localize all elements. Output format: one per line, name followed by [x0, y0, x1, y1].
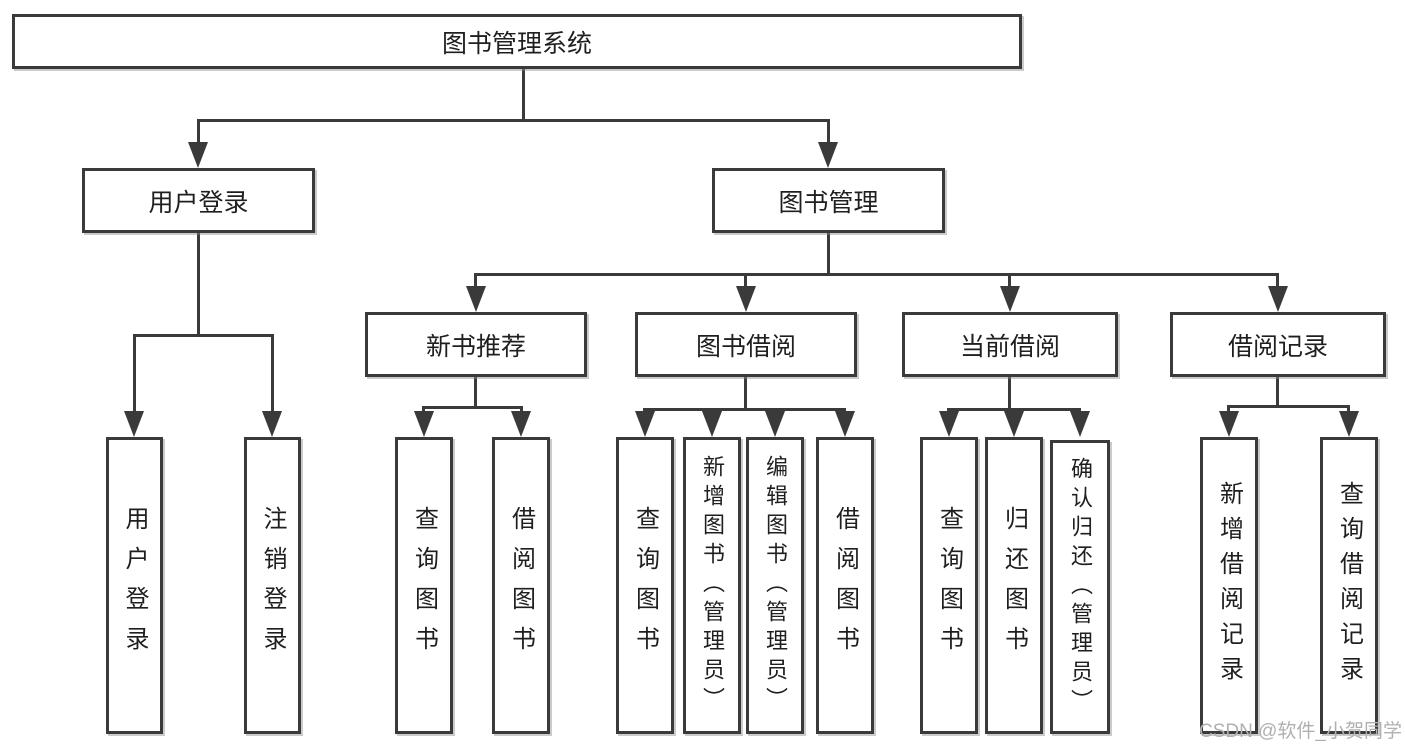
node-leaf-logout: 注销登录: [244, 437, 301, 734]
arrowhead-down: [818, 142, 838, 168]
connector-bookmgmt-level3: [475, 273, 1278, 276]
node-leaf-nbr-query-book: 查询图书: [395, 437, 453, 734]
connector-stem: [271, 334, 274, 415]
connector-root-level2: [197, 119, 830, 122]
node-book-borrow: 图书借阅: [635, 312, 857, 377]
node-root: 图书管理系统: [12, 14, 1022, 69]
node-leaf-cb-query-book: 查询图书: [920, 437, 978, 734]
node-user-login: 用户登录: [82, 168, 315, 233]
connector-stem: [1276, 273, 1279, 290]
node-leaf-nbr-borrow-book: 借阅图书: [492, 437, 550, 734]
connector-stem: [133, 334, 136, 415]
connector-stem: [1008, 273, 1011, 290]
connector-bookborrow-stem: [744, 377, 747, 408]
arrowhead-down: [1339, 411, 1359, 437]
node-book-mgmt: 图书管理: [712, 168, 945, 233]
connector-currentborrow-stem: [1008, 377, 1011, 408]
connector-borrowrecords-stem: [1276, 377, 1279, 405]
arrowhead-down: [414, 411, 434, 437]
connector-bookmgmt-stem: [827, 233, 830, 273]
arrowhead-down: [702, 411, 722, 437]
connector-stem: [1227, 405, 1230, 416]
node-leaf-bb-borrow-book: 借阅图书: [816, 437, 874, 734]
node-leaf-user-login: 用户登录: [106, 437, 163, 734]
connector-newbookrec-stem: [474, 377, 477, 406]
arrowhead-down: [1000, 286, 1020, 312]
connector-bookborrow-leaves: [644, 408, 846, 411]
arrowhead-down: [1219, 411, 1239, 437]
connector-stem: [197, 119, 200, 144]
node-leaf-bb-query-book: 查询图书: [616, 437, 674, 734]
node-borrow-records: 借阅记录: [1170, 312, 1386, 377]
connector-root-stem: [522, 68, 525, 119]
arrowhead-down: [1004, 411, 1024, 437]
node-leaf-br-add-record: 新增借阅记录: [1200, 437, 1258, 734]
arrowhead-down: [765, 411, 785, 437]
arrowhead-down: [511, 411, 531, 437]
connector-userlogin-leaves: [133, 334, 274, 337]
arrowhead-down: [1268, 286, 1288, 312]
node-leaf-br-query-record: 查询借阅记录: [1320, 437, 1378, 734]
connector-stem: [744, 273, 747, 290]
node-leaf-cb-return-book: 归还图书: [985, 437, 1043, 734]
arrowhead-down: [736, 286, 756, 312]
arrowhead-down: [939, 411, 959, 437]
node-leaf-bb-add-book: 新增图书（管理员）: [683, 437, 741, 734]
arrowhead-down: [466, 286, 486, 312]
watermark: CSDN @软件_小贺同学: [1199, 721, 1402, 742]
arrowhead-down: [262, 411, 282, 437]
connector-stem: [1347, 405, 1350, 416]
connector-stem: [827, 119, 830, 144]
node-leaf-cb-confirm-return: 确认归还（管理员）: [1050, 440, 1110, 734]
arrowhead-down: [635, 411, 655, 437]
connector-stem: [474, 273, 477, 290]
connector-newbookrec-leaves: [423, 406, 522, 409]
node-new-book-rec: 新书推荐: [365, 312, 587, 377]
arrowhead-down: [188, 142, 208, 168]
node-current-borrow: 当前借阅: [902, 312, 1118, 377]
arrowhead-down: [124, 411, 144, 437]
connector-userlogin-stem: [197, 233, 200, 334]
arrowhead-down: [835, 411, 855, 437]
arrowhead-down: [1070, 411, 1090, 437]
node-leaf-bb-edit-book: 编辑图书（管理员）: [746, 437, 804, 734]
connector-borrowrecords-leaves: [1228, 405, 1350, 408]
